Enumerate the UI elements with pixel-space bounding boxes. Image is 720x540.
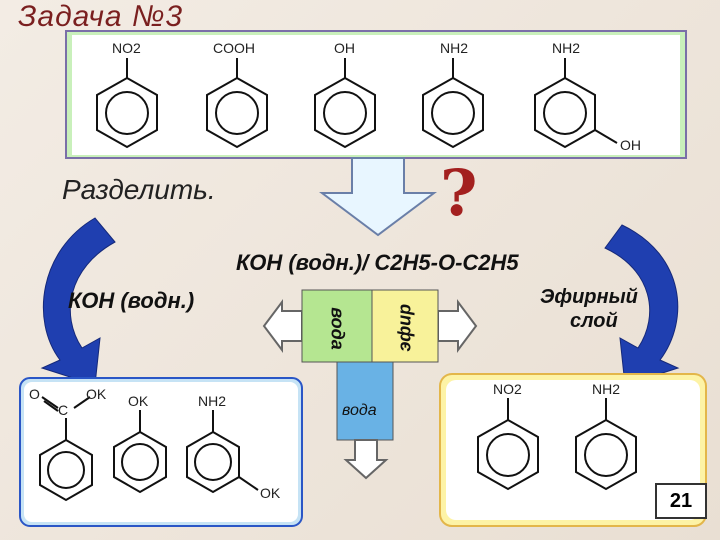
- label-oh-top: OH: [334, 40, 355, 56]
- label-nh2-ether: NH2: [592, 381, 621, 397]
- funnel-water-label: вода: [327, 307, 348, 350]
- label-carbonyl-o: O: [29, 386, 40, 402]
- instruction-text: Разделить.: [62, 174, 216, 205]
- left-arrow-icon: [262, 299, 303, 353]
- right-arrow-icon: [437, 299, 478, 353]
- benzene-ring-phenolate: [113, 410, 167, 494]
- label-nh2-bottom: NH2: [198, 393, 227, 409]
- benzene-ring-phenol: [314, 58, 376, 149]
- label-cooh-top: COOH: [213, 40, 255, 56]
- benzene-ring-benzoate: [39, 396, 93, 502]
- ether-layer-label-line2: слой: [570, 310, 618, 332]
- benzene-ring-aminophenolate: [186, 410, 259, 494]
- ether-layer-label-line1: Эфирный: [540, 286, 638, 308]
- label-nh2-top: NH2: [440, 40, 469, 56]
- left-curved-arrow-icon: [40, 217, 116, 386]
- left-reagent-label: КОН (водн.): [68, 288, 195, 313]
- benzene-ring-aniline: [422, 58, 484, 149]
- label-no2-top: NO2: [112, 40, 141, 56]
- water-layer-bottom: [336, 361, 394, 441]
- label-no2-ether: NO2: [493, 381, 522, 397]
- question-mark: ?: [440, 156, 478, 231]
- label-ok-phenolate: OK: [128, 393, 149, 409]
- benzene-ring-nitrobenzene: [96, 58, 158, 149]
- water-layer-left: [301, 289, 373, 363]
- funnel-ether-label: эфир: [394, 303, 415, 352]
- ether-layer-right: [371, 289, 439, 363]
- label-carbonyl-c: C: [58, 402, 69, 418]
- benzene-ring-aminophenol: [534, 58, 618, 149]
- page-title: Задача №3: [18, 0, 184, 33]
- benzene-ring-aniline-ether: [575, 398, 637, 491]
- label-ok-aminophenolate: OK: [260, 485, 281, 501]
- page-number: 21: [655, 483, 707, 519]
- funnel-bottom-water-label: вода: [342, 402, 377, 419]
- benzene-ring-benzoic-acid: [206, 58, 268, 149]
- benzene-ring-nitrobenzene-ether: [477, 398, 539, 491]
- label-nh2-top-2: NH2: [552, 40, 581, 56]
- down-arrow-icon: [319, 157, 437, 237]
- label-oh-top-2: OH: [620, 137, 641, 153]
- label-ok-benzoate: OK: [86, 386, 107, 402]
- down-small-arrow-icon: [343, 439, 389, 480]
- solvent-label: КОН (водн.)/ С2Н5-О-С2Н5: [236, 250, 519, 275]
